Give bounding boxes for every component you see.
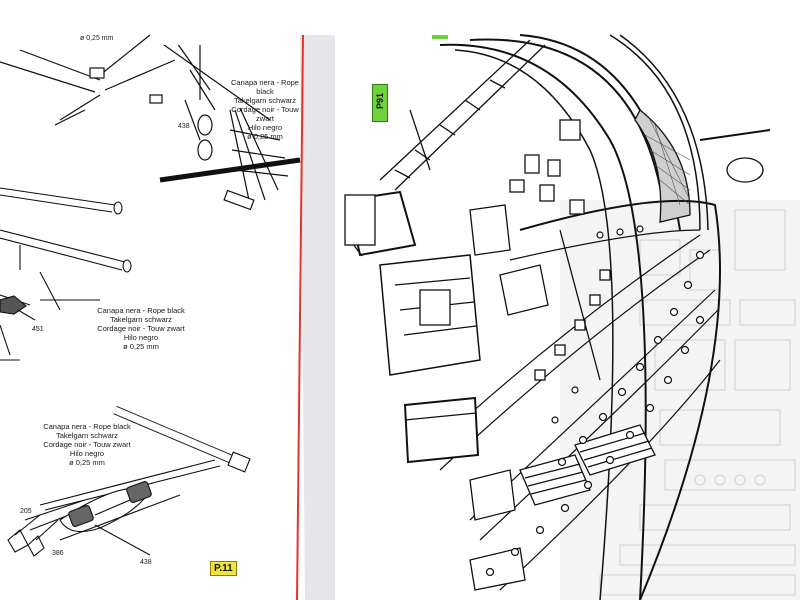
green-corner-tab <box>432 35 448 39</box>
rope-note-top-line-1: Canapa nera - Rope black <box>231 78 299 96</box>
rope-note-middle-line-2: Takelgarn schwarz <box>109 315 173 324</box>
rope-note-middle: Canapa nera - Rope black Takelgarn schwa… <box>96 306 186 351</box>
rope-note-bottom: Canapa nera - Rope black Takelgarn schwa… <box>42 422 132 467</box>
rope-note-middle-line-3: Cordage noir - Touw zwart <box>97 324 185 333</box>
part-number-438-top: 438 <box>178 123 190 130</box>
rope-note-top-line-2: Takelgarn schwarz <box>233 96 297 105</box>
rope-note-top-line-4: Hilo negro <box>247 123 283 132</box>
part-number-386: 386 <box>52 550 64 557</box>
rope-note-top-line-5: ø 0,25 mm <box>247 132 283 141</box>
middle-yard-drawing <box>0 187 132 361</box>
top-dimension-note: ø 0,25 mm <box>80 35 114 42</box>
rope-note-middle-line-1: Canapa nera - Rope black <box>97 306 185 315</box>
part-number-205: 205 <box>20 508 32 515</box>
stern-lattice <box>644 119 691 206</box>
rope-note-middle-line-5: ø 0,25 mm <box>123 342 159 351</box>
left-page <box>0 35 318 600</box>
rope-note-bottom-line-4: Hilo negro <box>69 449 105 458</box>
rope-note-bottom-line-1: Canapa nera - Rope black <box>43 422 131 431</box>
part-number-451: 451 <box>32 326 44 333</box>
ship-hull-drawing <box>344 34 771 600</box>
rope-note-bottom-line-5: ø 0,25 mm <box>69 458 105 467</box>
bottom-yard-drawing <box>7 405 251 557</box>
rope-note-bottom-line-2: Takelgarn schwarz <box>55 431 119 440</box>
rope-note-top: Canapa nera - Rope black Takelgarn schwa… <box>222 78 308 141</box>
ghost-parts-sheet <box>560 200 800 600</box>
rope-note-top-line-3: Cordage noir - Touw zwart <box>231 105 299 123</box>
rope-note-bottom-line-3: Cordage noir - Touw zwart <box>43 440 131 449</box>
top-yard-drawing <box>0 25 301 211</box>
page-gutter-shadow <box>300 35 345 600</box>
part-tag-p91: P91 <box>372 84 388 122</box>
gun-ports <box>485 225 705 577</box>
rope-note-middle-line-4: Hilo negro <box>123 333 159 342</box>
page-number-tag: P.11 <box>210 561 237 576</box>
part-number-438-bottom: 438 <box>140 559 152 566</box>
part-tag-p91-label: P91 <box>375 93 385 110</box>
red-margin-line <box>296 34 304 600</box>
